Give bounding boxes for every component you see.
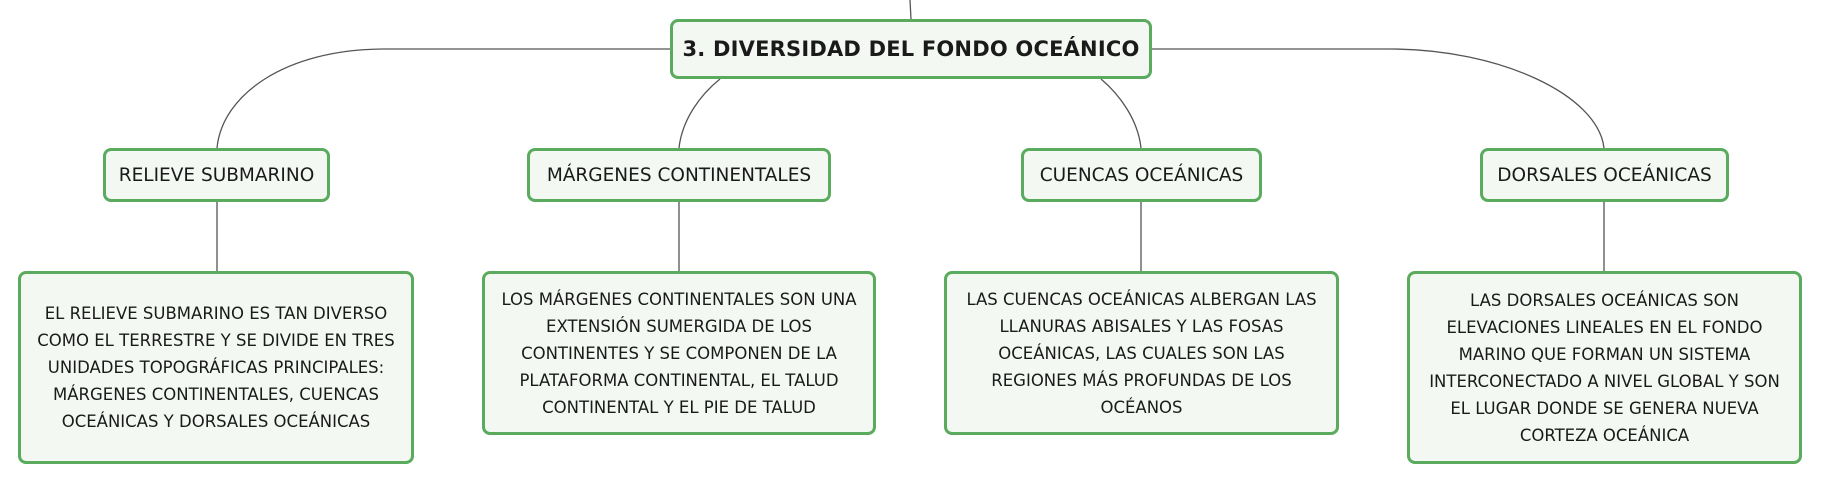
topic-label: RELIEVE SUBMARINO (118, 164, 315, 186)
subtopic-cuencas-description[interactable]: LAS CUENCAS OCEÁNICAS ALBERGAN LAS LLANU… (944, 271, 1339, 435)
subtopic-text: EL RELIEVE SUBMARINO ES TAN DIVERSO COMO… (37, 304, 395, 431)
subtopic-text: LAS CUENCAS OCEÁNICAS ALBERGAN LAS LLANU… (966, 289, 1317, 417)
topic-dorsales-oceanicas[interactable]: DORSALES OCEÁNICAS (1480, 148, 1729, 202)
topic-label: DORSALES OCEÁNICAS (1497, 164, 1712, 186)
topic-relieve-submarino[interactable]: RELIEVE SUBMARINO (103, 148, 330, 202)
subtopic-margenes-description[interactable]: LOS MÁRGENES CONTINENTALES SON UNA EXTEN… (482, 271, 876, 435)
subtopic-dorsales-description[interactable]: LAS DORSALES OCEÁNICAS SON ELEVACIONES L… (1407, 271, 1802, 464)
root-topic[interactable]: 3. DIVERSIDAD DEL FONDO OCEÁNICO (670, 19, 1152, 79)
root-topic-label: 3. DIVERSIDAD DEL FONDO OCEÁNICO (682, 37, 1140, 61)
topic-margenes-continentales[interactable]: MÁRGENES CONTINENTALES (527, 148, 831, 202)
connector-root-cuencas (1100, 78, 1142, 149)
topic-label: CUENCAS OCEÁNICAS (1039, 164, 1244, 186)
connector-root-margenes (678, 78, 721, 149)
subtopic-text: LAS DORSALES OCEÁNICAS SON ELEVACIONES L… (1429, 290, 1780, 445)
topic-cuencas-oceanicas[interactable]: CUENCAS OCEÁNICAS (1021, 148, 1262, 202)
parent-connector (909, 0, 912, 20)
subtopic-relieve-description[interactable]: EL RELIEVE SUBMARINO ES TAN DIVERSO COMO… (18, 271, 414, 464)
connector-root-relieve (216, 48, 670, 149)
topic-label: MÁRGENES CONTINENTALES (546, 164, 812, 186)
subtopic-text: LOS MÁRGENES CONTINENTALES SON UNA EXTEN… (501, 289, 857, 417)
connector-root-dorsales (1152, 48, 1605, 149)
